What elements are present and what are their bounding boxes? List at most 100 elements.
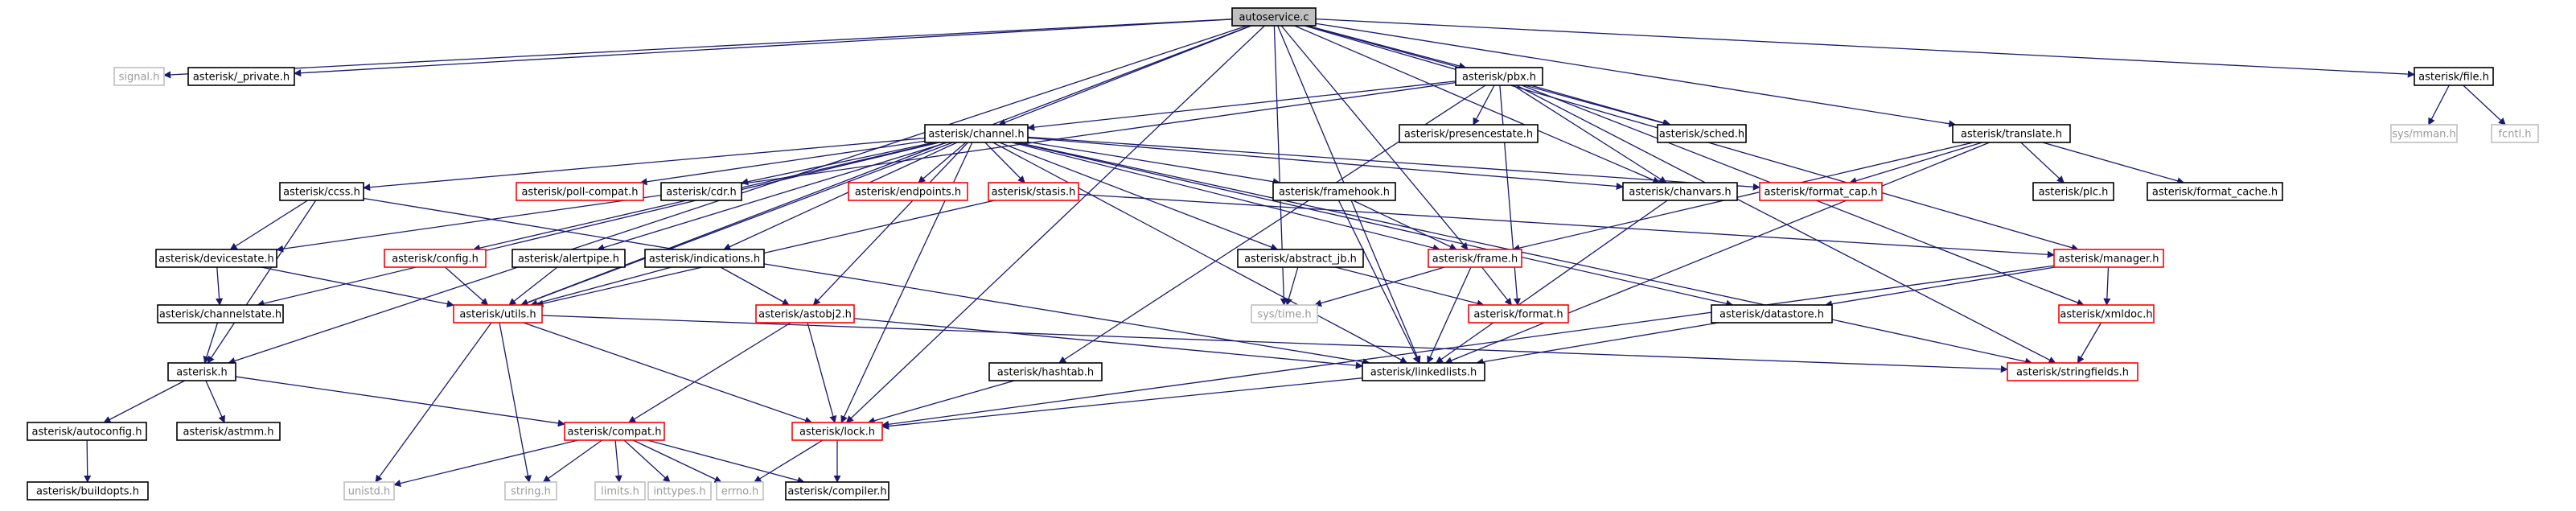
node-label: asterisk/format_cap.h: [1764, 187, 1877, 199]
node-box: [988, 182, 1079, 201]
node-channel[interactable]: asterisk/channel.h: [924, 124, 1029, 143]
edge-channelstate-to-asterisk_h: [203, 322, 219, 364]
node-compiler[interactable]: asterisk/compiler.h: [785, 481, 889, 501]
node-manager[interactable]: asterisk/manager.h: [2053, 249, 2164, 268]
node-label: asterisk/config.h: [392, 253, 479, 266]
node-alertpipe[interactable]: asterisk/alertpipe.h: [512, 249, 626, 268]
node-box: [660, 182, 742, 201]
edge-translate-to-frame: [1512, 142, 1974, 252]
node-box: [2491, 124, 2539, 143]
node-presencestate[interactable]: asterisk/presencestate.h: [1399, 124, 1539, 143]
node-abstract-jb[interactable]: asterisk/abstract_jb.h: [1237, 249, 1364, 268]
node-label: asterisk/stasis.h: [992, 187, 1076, 199]
node-format[interactable]: asterisk/format.h: [1468, 304, 1569, 323]
node-lock[interactable]: asterisk/lock.h: [791, 422, 883, 441]
node-astobj2[interactable]: asterisk/astobj2.h: [755, 304, 855, 323]
edge-astobj2-to-lock: [807, 322, 837, 423]
node-hashtab[interactable]: asterisk/hashtab.h: [988, 362, 1103, 381]
node-box: [2007, 362, 2138, 381]
edge-channel-to-poll_compat: [639, 140, 926, 186]
node-box: [2058, 304, 2155, 323]
edge-channel-to-endpoints: [918, 142, 967, 183]
node-datastore[interactable]: asterisk/datastore.h: [1711, 304, 1833, 323]
node-label: asterisk/channelstate.h: [159, 309, 281, 321]
node-label: asterisk/datastore.h: [1719, 309, 1824, 321]
node-file[interactable]: asterisk/file.h: [2414, 67, 2494, 86]
node-format-cap[interactable]: asterisk/format_cap.h: [1759, 182, 1883, 201]
edge-translate-to-format_cap: [1849, 142, 1982, 184]
edge-channel-to-utils: [520, 142, 954, 307]
edge-compat-to-unistd: [393, 439, 578, 487]
edge-pbx-to-sched: [1530, 84, 1671, 127]
node-label: asterisk/poll-compat.h: [521, 187, 638, 199]
node-box: [644, 249, 765, 268]
node-autoservice-c[interactable]: autoservice.c: [1231, 7, 1317, 27]
node-label: asterisk/lock.h: [799, 427, 875, 439]
node-format-cache[interactable]: asterisk/format_cache.h: [2147, 182, 2283, 201]
edge-channel-to-channelstate: [257, 142, 939, 307]
node-plc[interactable]: asterisk/plc.h: [2032, 182, 2114, 201]
edge-channel-to-indications: [723, 142, 958, 250]
node-poll-compat[interactable]: asterisk/poll-compat.h: [516, 182, 644, 201]
edge-autoservice_c-to-file: [1315, 18, 2415, 78]
node-utils[interactable]: asterisk/utils.h: [453, 304, 543, 323]
node-devicestate[interactable]: asterisk/devicestate.h: [155, 249, 277, 268]
node-label: asterisk/buildopts.h: [36, 486, 139, 498]
edge-manager-to-lock: [881, 265, 2055, 428]
node-label: unistd.h: [348, 486, 391, 498]
node-label: asterisk/pbx.h: [1462, 72, 1536, 84]
edge-abstract_jb-to-sys_time: [1285, 266, 1299, 306]
node-sched[interactable]: asterisk/sched.h: [1657, 124, 1747, 143]
node-box: [791, 422, 883, 441]
node-frame[interactable]: asterisk/frame.h: [1428, 249, 1522, 268]
node-buildopts[interactable]: asterisk/buildopts.h: [27, 481, 149, 501]
node-framehook[interactable]: asterisk/framehook.h: [1272, 182, 1396, 201]
node-label: asterisk/cdr.h: [666, 187, 736, 199]
edge-asterisk_h-to-autoconfig: [103, 380, 186, 423]
node-ast-private[interactable]: asterisk/_private.h: [187, 67, 295, 86]
node-astmm[interactable]: asterisk/astmm.h: [176, 422, 281, 441]
edge-utils-to-lock: [523, 322, 813, 424]
edge-translate-to-linkedlists: [1444, 142, 1991, 365]
edge-framehook-to-linkedlists: [1337, 200, 1420, 364]
node-endpoints[interactable]: asterisk/endpoints.h: [848, 182, 968, 201]
node-cdr[interactable]: asterisk/cdr.h: [660, 182, 742, 201]
node-xmldoc[interactable]: asterisk/xmldoc.h: [2058, 304, 2155, 323]
node-box: [453, 304, 543, 323]
edge-linkedlists-to-lock: [881, 377, 1363, 431]
node-compat[interactable]: asterisk/compat.h: [564, 422, 665, 441]
node-indications[interactable]: asterisk/indications.h: [644, 249, 765, 268]
node-box: [167, 362, 236, 381]
node-channelstate[interactable]: asterisk/channelstate.h: [157, 304, 284, 323]
node-label: asterisk/astmm.h: [183, 427, 273, 439]
edge-translate-to-plc: [2020, 142, 2064, 183]
edge-compat-to-limits_h: [614, 439, 622, 483]
edge-manager-to-datastore: [1824, 266, 2056, 308]
node-label: asterisk/sched.h: [1659, 129, 1744, 141]
edge-autoservice_c-to-channel: [998, 25, 1252, 126]
node-box: [384, 249, 487, 268]
node-translate[interactable]: asterisk/translate.h: [1952, 124, 2071, 143]
node-box: [755, 304, 855, 323]
node-label: inttypes.h: [653, 486, 705, 498]
node-box: [1711, 304, 1833, 323]
node-label: asterisk/manager.h: [2058, 253, 2159, 266]
node-ccss[interactable]: asterisk/ccss.h: [279, 182, 364, 201]
node-linkedlists[interactable]: asterisk/linkedlists.h: [1362, 362, 1485, 381]
node-label: asterisk/compat.h: [568, 427, 662, 439]
node-asterisk-h[interactable]: asterisk.h: [167, 362, 236, 381]
node-label: autoservice.c: [1239, 12, 1309, 24]
node-config[interactable]: asterisk/config.h: [384, 249, 487, 268]
edge-autoservice_c-to-translate: [1315, 23, 1957, 128]
node-label: fcntl.h: [2498, 129, 2531, 141]
node-label: asterisk/_private.h: [193, 72, 290, 84]
node-chanvars[interactable]: asterisk/chanvars.h: [1622, 182, 1738, 201]
edge-asterisk_h-to-compat: [235, 376, 565, 427]
node-box: [1428, 249, 1522, 268]
node-autoconfig[interactable]: asterisk/autoconfig.h: [27, 422, 147, 441]
node-stringfields[interactable]: asterisk/stringfields.h: [2007, 362, 2138, 381]
node-pbx[interactable]: asterisk/pbx.h: [1455, 67, 1543, 86]
edge-frame-to-sys_time: [1313, 266, 1445, 307]
node-stasis[interactable]: asterisk/stasis.h: [988, 182, 1079, 201]
edge-ccss-to-asterisk_h: [207, 200, 317, 364]
